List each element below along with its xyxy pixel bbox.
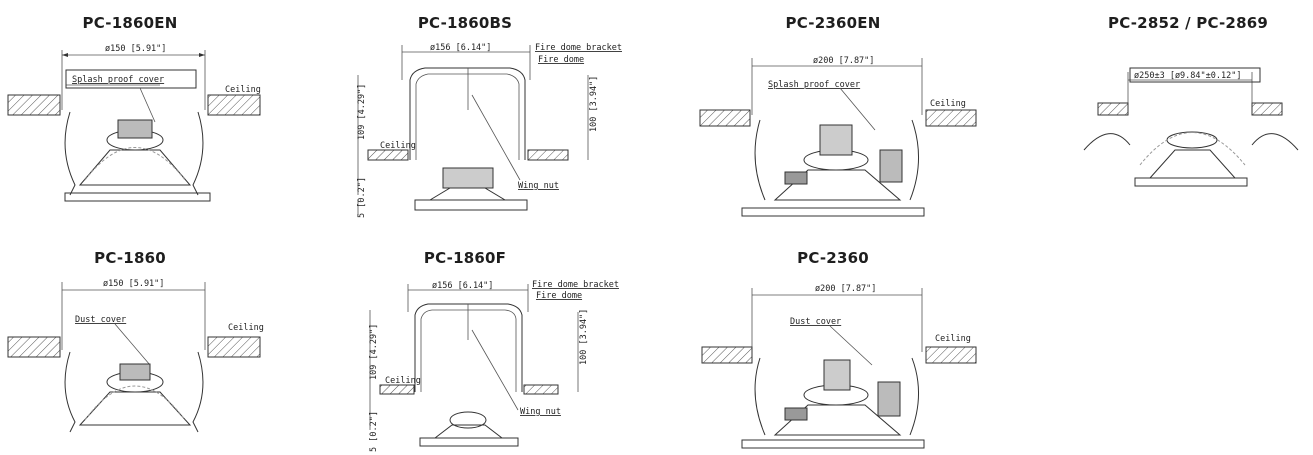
drawing: ø150 [5.91"] Ceiling Splash proof cover (7, 44, 261, 202)
diagram-pc-1860en: PC-1860EN ø150 [5.91"] Ceiling Splash pr… (0, 0, 300, 230)
dimension-label: ø150 [5.91"] (103, 279, 164, 289)
ceiling-label: Ceiling (935, 334, 971, 344)
ceiling-label: Ceiling (228, 323, 264, 333)
dimension-label: ø200 [7.87"] (815, 284, 876, 294)
panel-title: PC-2852 / PC-2869 (1108, 14, 1268, 32)
panel-title: PC-1860BS (417, 14, 513, 32)
cover-label: Splash proof cover (768, 80, 860, 90)
drawing: ø200 [7.87"] Dust cover Ceiling (701, 284, 977, 449)
gap-label: 5 [0.2"] (369, 411, 379, 452)
drawing: ø200 [7.87"] Splash proof cover Ceiling (699, 56, 977, 217)
cover-label: Splash proof cover (72, 75, 164, 85)
drawing: ø150 [5.91"] Dust cover Ceiling (7, 279, 264, 433)
diagram-pc-2852-pc-2869: PC-2852 / PC-2869 ø250±3 [ø9.84"±0.12"] (1070, 0, 1313, 230)
ceiling-label: Ceiling (225, 85, 261, 95)
panel-title: PC-2360EN (785, 14, 881, 32)
diagram-pc-2360en: PC-2360EN ø200 [7.87"] Splash proof cove… (690, 0, 990, 230)
bracket-label: Fire dome bracket (532, 280, 619, 290)
gap-label: 5 [0.2"] (357, 177, 367, 218)
dimension-label: ø156 [6.14"] (430, 43, 491, 53)
cover-label: Dust cover (790, 317, 841, 327)
dimension-label: ø250±3 [ø9.84"±0.12"] (1134, 71, 1241, 81)
drawing: ø156 [6.14"] Fire dome bracket Fire dome… (357, 43, 622, 218)
ceiling-label: Ceiling (385, 376, 421, 386)
bracket-label: Fire dome bracket (535, 43, 622, 53)
drawing: ø250±3 [ø9.84"±0.12"] (1083, 67, 1299, 187)
wing-nut-label: Wing nut (518, 181, 559, 191)
fire-dome-label: Fire dome (536, 291, 582, 301)
ceiling-label: Ceiling (930, 99, 966, 109)
wing-nut-label: Wing nut (520, 407, 561, 417)
ceiling-label: Ceiling (380, 141, 416, 151)
height-label: 109 [4.29"] (357, 84, 367, 140)
panel-title: PC-1860EN (82, 14, 178, 32)
diagram-pc-1860f: PC-1860F ø156 [6.14"] Fire dome bracket … (340, 240, 660, 455)
diagram-pc-1860bs: PC-1860BS ø156 [6.14"] Fire dome bracket… (340, 0, 660, 230)
diagram-pc-1860: PC-1860 ø150 [5.91"] Dust cover Ceiling (0, 240, 300, 455)
diagram-pc-2360: PC-2360 ø200 [7.87"] Dust cover Ceiling (690, 240, 990, 455)
fire-dome-label: Fire dome (538, 55, 584, 65)
dimension-label: ø156 [6.14"] (432, 281, 493, 291)
drawing: ø156 [6.14"] Fire dome bracket Fire dome… (369, 280, 619, 452)
dimension-label: ø150 [5.91"] (105, 44, 166, 54)
panel-title: PC-2360 (797, 249, 869, 267)
dimension-label: ø200 [7.87"] (813, 56, 874, 66)
panel-title: PC-1860 (94, 249, 166, 267)
height-label: 109 [4.29"] (369, 324, 379, 380)
depth-label: 100 [3.94"] (589, 76, 599, 132)
depth-label: 100 [3.94"] (579, 309, 589, 365)
cover-label: Dust cover (75, 315, 126, 325)
panel-title: PC-1860F (423, 249, 507, 267)
